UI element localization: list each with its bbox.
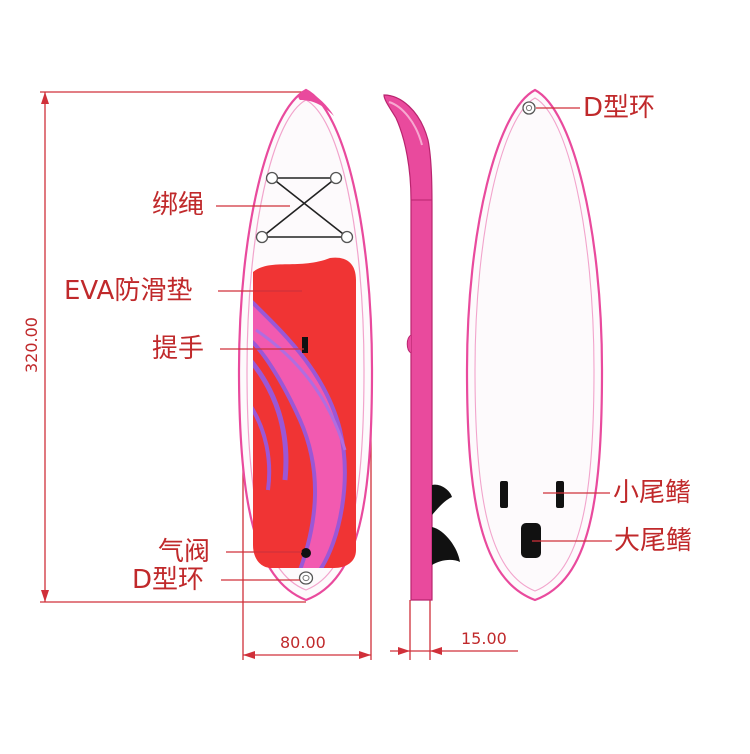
large-fin-side — [432, 527, 460, 565]
label-d-ring-front: D型环 — [583, 93, 656, 123]
width-dimension-text: 80.00 — [280, 633, 326, 652]
cord-cross-b — [261, 177, 337, 238]
width-arrow-right — [359, 651, 371, 659]
leader-lines — [216, 107, 612, 581]
small-fin-box-right — [556, 481, 564, 508]
small-fin-side — [432, 484, 452, 515]
label-lashing-cord: 绑绳 — [152, 190, 205, 220]
side-handle-bump — [406, 334, 412, 354]
board-inner-rail — [246, 99, 365, 591]
handle-mark — [302, 337, 308, 353]
swirl-pink — [253, 295, 347, 568]
length-arrow-bottom — [41, 590, 49, 602]
d-ring-rear-inner — [302, 574, 310, 582]
swirl-purple-b — [253, 403, 272, 491]
label-eva-pad: EVA防滑垫 — [64, 276, 193, 306]
length-arrow-top — [41, 92, 49, 104]
back-board-outline — [465, 88, 604, 602]
label-handle: 提手 — [152, 334, 205, 364]
thickness-dimension-text: 15.00 — [461, 629, 507, 648]
back-board-inner — [474, 97, 595, 592]
side-profile-highlight — [388, 101, 423, 146]
small-fin-box-left — [500, 481, 508, 508]
label-d-ring-rear: D型环 — [132, 565, 205, 595]
eva-pad — [253, 257, 356, 568]
label-air-valve: 气阀 — [158, 537, 211, 567]
board-front-view — [237, 88, 374, 602]
lashing-cord — [255, 171, 354, 244]
board-back-view — [465, 88, 604, 602]
lashing-point-bl — [255, 230, 269, 244]
air-valve — [301, 548, 311, 558]
length-dimension-text: 320.00 — [22, 317, 41, 373]
label-large-fin: 大尾鳍 — [614, 526, 693, 556]
side-profile — [383, 94, 433, 601]
lashing-point-tl — [265, 171, 279, 185]
swirl-purple-c — [255, 328, 347, 451]
label-small-fin: 小尾鳍 — [613, 478, 692, 508]
lashing-point-tr — [329, 171, 343, 185]
d-ring-rear — [298, 571, 314, 585]
lashing-point-br — [340, 230, 354, 244]
large-fin-box — [521, 523, 541, 558]
nose-band — [298, 90, 334, 116]
thickness-arrow-left — [398, 647, 410, 655]
d-ring-front — [522, 101, 536, 115]
d-ring-front-inner — [525, 104, 533, 112]
thickness-arrow-right — [430, 647, 442, 655]
board-side-view — [383, 94, 460, 601]
swirl-purple-a — [253, 358, 289, 481]
width-arrow-left — [243, 651, 255, 659]
cord-cross-a — [271, 177, 348, 238]
